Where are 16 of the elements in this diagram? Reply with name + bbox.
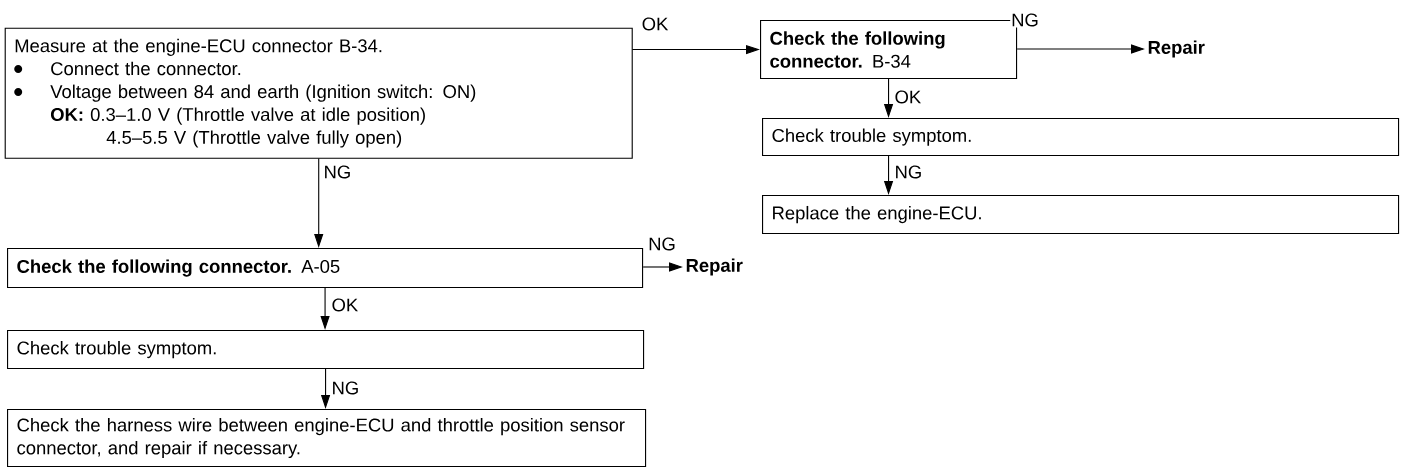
edge-label: OK xyxy=(330,297,360,313)
process-box: Check trouble symptom. xyxy=(7,330,645,370)
process-box: Check trouble symptom. xyxy=(762,118,1400,157)
edge-label: OK xyxy=(893,89,923,105)
process-box: Check the harness wire between engine-ECU and throttle position sensor connector, and repair if necessary. xyxy=(7,409,647,468)
edge-label: NG xyxy=(330,380,361,396)
edge-label: NG xyxy=(1010,12,1040,28)
repair-label: Repair xyxy=(686,258,743,276)
edge-label: NG xyxy=(647,236,677,252)
edge-label: NG xyxy=(322,164,353,180)
repair-label: Repair xyxy=(1148,40,1205,58)
edge-label: OK xyxy=(640,16,670,32)
process-box: Measure at the engine-ECU connector B-34. Connect the connector. Voltage between 84 and earth (Ignition switch: ON) OK: 0.3–1.0 V (Throttle valve at idle position) 4.5–5.5 V (Throttle valve fully open) xyxy=(4,27,633,159)
edge-label: NG xyxy=(893,164,924,180)
process-box: Replace the engine-ECU. xyxy=(762,195,1400,235)
process-box: Check the following connector. A-05 xyxy=(7,248,644,289)
